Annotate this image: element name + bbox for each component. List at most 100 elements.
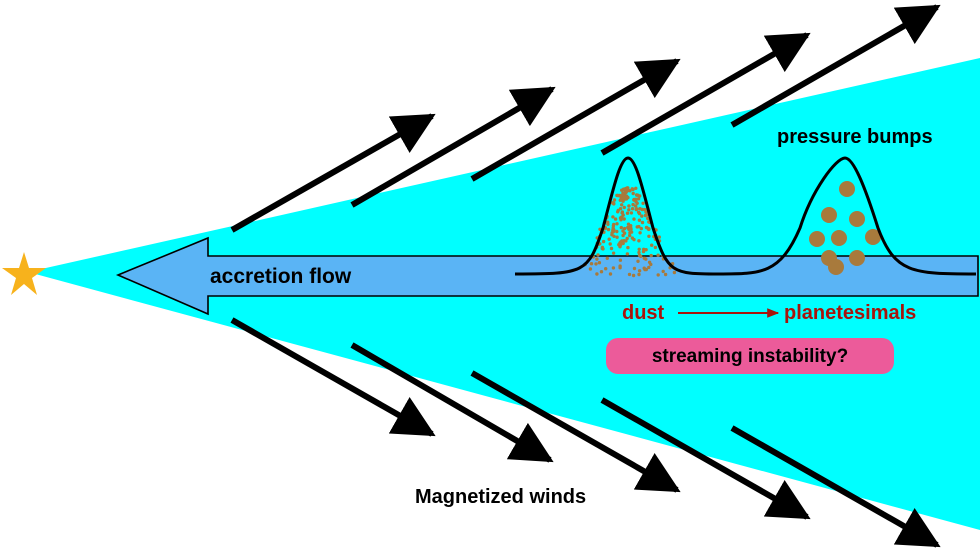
dust-grain: [621, 199, 625, 203]
dust-grain: [588, 267, 593, 271]
dust-grain: [631, 202, 635, 207]
dust-cloud: [583, 186, 677, 278]
dust-grain: [619, 225, 623, 230]
wind-arrows-upper: [230, 4, 941, 233]
dust-grain: [604, 267, 608, 271]
dust-grain: [647, 234, 651, 238]
dust-grain: [621, 191, 625, 195]
planetesimal: [828, 259, 844, 275]
planetesimal: [865, 229, 881, 245]
wind-arrow: [470, 370, 681, 493]
wind-arrow: [230, 317, 436, 437]
dust-grain: [626, 222, 631, 226]
dust-grain: [638, 231, 642, 235]
dust-grain: [650, 243, 654, 247]
dust-grain: [606, 220, 610, 224]
dust-grain: [615, 229, 619, 234]
wind-arrow: [230, 113, 436, 233]
dust-grain: [626, 245, 630, 250]
dust-grain: [636, 197, 641, 201]
dust-grain: [628, 231, 632, 235]
dust-grain: [634, 207, 638, 212]
dust-grain: [631, 191, 635, 196]
dust-grain: [635, 193, 639, 197]
dust-grain: [609, 246, 614, 251]
dust-grain: [628, 233, 632, 238]
dust-grain: [656, 253, 660, 257]
dust-grain: [618, 216, 623, 220]
wind-arrow: [350, 86, 556, 208]
dust-grain: [641, 201, 645, 205]
dust-grain: [631, 187, 635, 192]
dust-grain: [657, 235, 661, 239]
dust-grain: [647, 227, 651, 232]
dust-grain: [601, 247, 605, 251]
dust-grain: [601, 239, 606, 244]
dust-grain: [638, 207, 642, 211]
dust-grain: [649, 262, 653, 267]
pressure-bump-curve: [514, 156, 977, 276]
dust-grain: [636, 259, 640, 263]
dust-grain: [663, 272, 668, 277]
planetesimals-cluster: [809, 181, 881, 275]
dust-grain: [637, 269, 642, 273]
dust-grain: [624, 239, 628, 243]
dust-grain: [612, 198, 617, 202]
dust-grain: [596, 253, 600, 257]
dust-grain: [608, 242, 612, 246]
accretion-flow-label: accretion flow: [210, 265, 352, 288]
dust-grain: [618, 198, 622, 202]
dust-grain: [621, 241, 625, 246]
dust-grain: [611, 266, 616, 270]
streaming-instability-badge: [606, 338, 894, 374]
wind-arrow: [730, 425, 941, 548]
planetesimal: [849, 250, 865, 266]
planetesimal: [809, 231, 825, 247]
dust-grain: [622, 205, 626, 210]
dust-grain: [637, 218, 642, 222]
planetesimals-label: planetesimals: [784, 302, 916, 324]
dust-grain: [632, 198, 636, 202]
dust-grain: [597, 261, 602, 265]
dust-grain: [611, 201, 615, 205]
dust-grain: [615, 222, 619, 226]
dust-grain: [632, 237, 636, 242]
dust-grain: [625, 236, 629, 241]
dust-grain: [589, 262, 594, 266]
dust-grain: [618, 258, 623, 262]
dust-grain: [605, 256, 609, 260]
wind-arrow: [350, 342, 554, 463]
dust-grain: [611, 224, 616, 228]
dust-grain: [622, 231, 627, 235]
dust-grain: [629, 211, 634, 215]
dust-grain: [647, 220, 651, 224]
dust-grain: [634, 186, 638, 190]
dust-grain: [637, 253, 642, 257]
dust-grain: [627, 208, 631, 212]
dust-grain: [649, 253, 653, 258]
dust-grain: [637, 224, 641, 229]
dust-grain: [656, 273, 660, 277]
pressure-bumps-label: pressure bumps: [777, 126, 933, 148]
dust-grain: [647, 265, 651, 270]
dust-grain: [632, 266, 637, 271]
dust-grain: [638, 194, 642, 198]
wind-arrow: [600, 32, 811, 156]
star-icon: [2, 252, 46, 295]
dust-grain: [621, 187, 626, 191]
dust-grain: [637, 272, 641, 277]
dust-grain: [637, 247, 641, 251]
dust-grain: [620, 203, 624, 207]
dust-grain: [625, 252, 630, 256]
wind-arrow: [730, 4, 941, 128]
dust-grain: [613, 217, 618, 221]
dust-grain: [661, 269, 665, 274]
dust-grain: [640, 220, 645, 225]
dust-grain: [637, 239, 641, 243]
dust-grain: [618, 193, 622, 198]
dust-grain: [640, 214, 644, 218]
dust-grain: [611, 215, 615, 219]
dust-grain: [606, 227, 611, 232]
planetesimal: [821, 207, 837, 223]
